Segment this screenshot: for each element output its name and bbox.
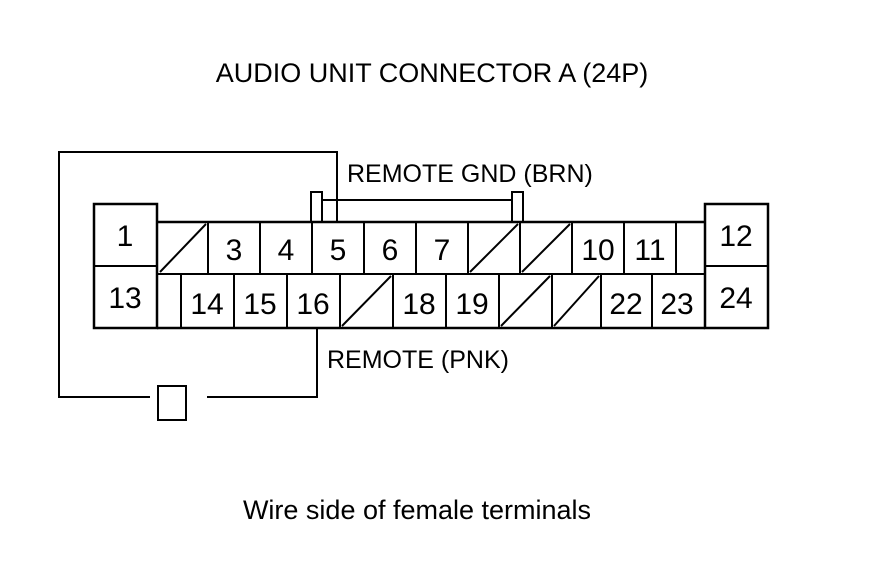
pin-16: 16 [296, 288, 329, 321]
pin-1: 1 [117, 220, 134, 253]
pin-15: 15 [243, 288, 276, 321]
pin-3: 3 [226, 234, 243, 267]
remote-wire-loop [58, 151, 338, 421]
pin-14: 14 [190, 288, 223, 321]
pin-23: 23 [660, 288, 693, 321]
pin-12: 12 [719, 220, 752, 253]
pin-5: 5 [330, 234, 347, 267]
pin-13: 13 [108, 282, 141, 315]
connector-body [92, 191, 770, 330]
pin-7: 7 [434, 234, 451, 267]
diagram-title: AUDIO UNIT CONNECTOR A (24P) [216, 58, 649, 88]
pin-22: 22 [609, 288, 642, 321]
pin-24: 24 [719, 282, 752, 315]
pin-10: 10 [581, 234, 614, 267]
empty-cavity-9 [521, 223, 571, 273]
remote-switch [157, 385, 187, 421]
empty-cavity-2 [159, 223, 207, 273]
pin-19: 19 [455, 288, 488, 321]
empty-cavity-17 [341, 275, 392, 327]
empty-cavity-8 [469, 223, 519, 273]
pin-6: 6 [382, 234, 399, 267]
wire-label-remote-gnd: REMOTE GND (BRN) [347, 160, 593, 188]
pin-11: 11 [634, 234, 665, 267]
pin-18: 18 [402, 288, 435, 321]
diagram-caption: Wire side of female terminals [243, 495, 591, 525]
empty-cavity-21 [553, 275, 600, 327]
pin-4: 4 [278, 234, 295, 267]
empty-cavity-20 [500, 275, 551, 327]
wire-label-remote: REMOTE (PNK) [327, 346, 509, 374]
